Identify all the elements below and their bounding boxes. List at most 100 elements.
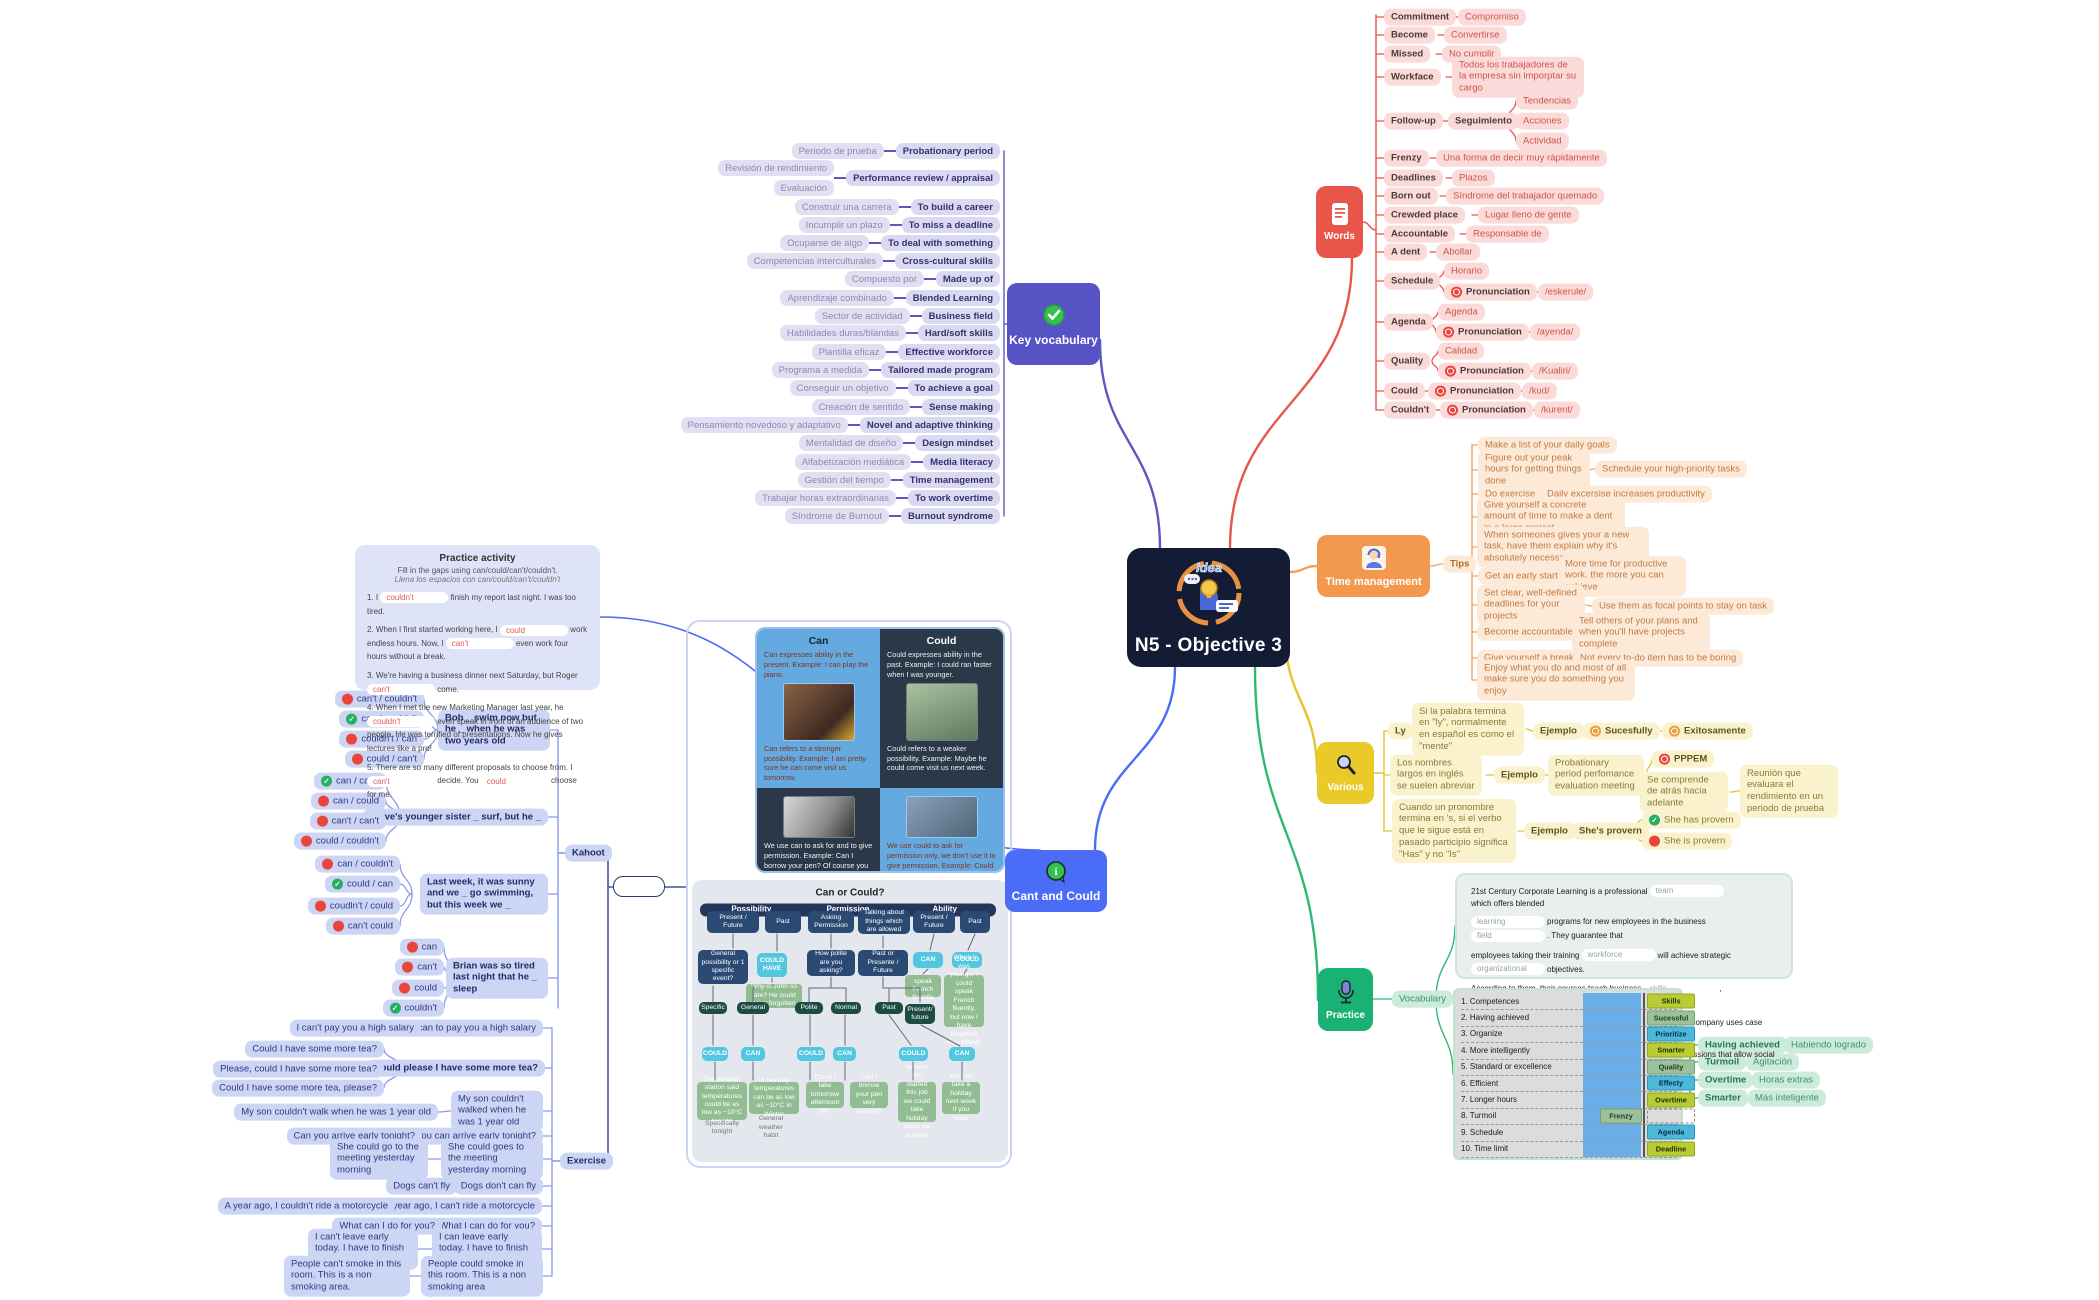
exercise-correction[interactable]: A year ago, I couldn't ride a motorcycle xyxy=(217,1197,395,1215)
vocab-value[interactable]: Agitación xyxy=(1746,1053,1800,1071)
various-topic[interactable]: Ly xyxy=(1388,722,1413,740)
word-pronunciation[interactable]: Pronunciation xyxy=(1436,323,1529,341)
word-key[interactable]: Agenda xyxy=(1384,313,1433,331)
vocab-en-pill[interactable]: Design mindset xyxy=(915,435,1000,451)
answer-chip[interactable]: Effecty xyxy=(1647,1075,1695,1091)
answer-chip[interactable]: Prioritize xyxy=(1647,1026,1695,1042)
corporate-learning-gap-text[interactable]: 21st Century Corporate Learning is a pro… xyxy=(1455,873,1793,1073)
various-note[interactable]: Los nombres largos en inglés se suelen a… xyxy=(1390,754,1482,796)
exercise-correction[interactable]: Could I have some more tea? xyxy=(245,1040,384,1058)
exercise-correction[interactable]: She could go to the meeting yesterday mo… xyxy=(330,1138,428,1180)
vocab-es-pill[interactable]: Construir una carrera xyxy=(794,199,899,215)
gap-fill-blank[interactable]: could xyxy=(499,624,568,636)
tip[interactable]: Get an early start xyxy=(1478,567,1565,585)
empty-answer-slot[interactable] xyxy=(1647,1108,1695,1124)
vocab-es-pill[interactable]: Evaluación xyxy=(773,180,835,196)
exercise-sentence[interactable]: I can to pay you a high salary xyxy=(405,1019,543,1037)
word-value[interactable]: Plazos xyxy=(1452,169,1495,187)
exercise-correction[interactable]: I can't pay you a high salary xyxy=(289,1019,421,1037)
vocab-en-pill[interactable]: Time management xyxy=(902,472,1000,488)
word-value[interactable]: Responsable de xyxy=(1466,225,1549,243)
tip-child[interactable]: Tell others of your plans and when you'l… xyxy=(1572,612,1710,654)
exercise-correction[interactable]: Could I have some more tea, please? xyxy=(212,1079,384,1097)
paragraph-blank[interactable]: field xyxy=(1471,929,1545,942)
vocab-es-pill[interactable]: Gestión del tiempo xyxy=(797,472,891,488)
branch-key-vocabulary[interactable]: Key vocabulary xyxy=(1007,283,1100,365)
kahoot-question[interactable]: Brian was so tired last night that he _ … xyxy=(446,957,548,999)
kahoot-option-wrong[interactable]: could / couldn't xyxy=(293,832,386,850)
vocabulary-label[interactable]: Vocabulary xyxy=(1392,990,1454,1008)
gap-fill-blank[interactable]: can't xyxy=(367,683,435,695)
vocab-en-pill[interactable]: To miss a deadline xyxy=(901,217,1000,233)
paragraph-blank[interactable]: workforce xyxy=(1581,949,1656,961)
various-example[interactable]: Sucesfully xyxy=(1583,722,1660,740)
word-key[interactable]: Accountable xyxy=(1384,225,1456,243)
gap-fill-blank[interactable]: can't xyxy=(445,638,514,650)
tip-child[interactable]: Use them as focal points to stay on task xyxy=(1592,597,1774,615)
paragraph-blank[interactable]: learning xyxy=(1471,915,1545,928)
answer-chip[interactable]: Agenda xyxy=(1647,1124,1695,1140)
exercise-sentence[interactable]: Dogs don't can fly xyxy=(453,1177,543,1195)
word-value[interactable]: /kud/ xyxy=(1522,382,1557,400)
exercise-sentence[interactable]: People could smoke in this room. This is… xyxy=(421,1255,543,1297)
vocab-en-pill[interactable]: Sense making xyxy=(922,399,1000,415)
tip[interactable]: Figure out your peak hours for getting t… xyxy=(1478,449,1590,491)
vocab-es-pill[interactable]: Conseguir un objetivo xyxy=(789,380,896,396)
word-value[interactable]: /Kualiri/ xyxy=(1532,362,1578,380)
vocab-es-pill[interactable]: Sector de actividad xyxy=(814,308,910,324)
various-example[interactable]: PPPEM xyxy=(1652,750,1715,768)
word-pronunciation[interactable]: Pronunciation xyxy=(1438,362,1531,380)
word-key[interactable]: Workface xyxy=(1384,68,1441,86)
kahoot-option-wrong[interactable]: can't could xyxy=(325,917,400,935)
vocab-en-pill[interactable]: To achieve a goal xyxy=(907,380,1000,396)
word-value[interactable]: Seguimiento xyxy=(1448,112,1520,130)
kahoot-option-wrong[interactable]: could / can't xyxy=(344,750,424,768)
various-note[interactable]: Cuando un pronombre termina en 's, si el… xyxy=(1392,798,1516,864)
kahoot-label[interactable]: Kahoot xyxy=(565,844,612,862)
word-pronunciation[interactable]: Pronunciation xyxy=(1440,401,1533,419)
word-key[interactable]: Follow-up xyxy=(1384,112,1443,130)
various-example[interactable]: Exitosamente xyxy=(1662,722,1753,740)
answer-chip[interactable]: Deadline xyxy=(1647,1141,1695,1157)
exercise-sentence[interactable]: My son couldn't walked when he was 1 yea… xyxy=(451,1090,543,1132)
word-key[interactable]: Quality xyxy=(1384,352,1431,370)
tip[interactable]: Set clear, well-defined deadlines for yo… xyxy=(1477,584,1585,626)
word-key[interactable]: A dent xyxy=(1384,243,1428,261)
kahoot-option-wrong[interactable]: can't xyxy=(395,958,444,976)
kahoot-question[interactable]: Bob _ swim now but he _ when he was two … xyxy=(438,709,550,751)
vocab-es-pill[interactable]: Competencias interculturales xyxy=(746,253,884,269)
various-ejemplo[interactable]: Ejemplo xyxy=(1533,722,1584,740)
answer-chip[interactable]: Skills xyxy=(1647,993,1695,1009)
kahoot-question[interactable]: Last week, it was sunny and we _ go swim… xyxy=(420,873,548,915)
vocab-es-pill[interactable]: Trabajar horas extraordinarias xyxy=(755,490,897,506)
word-key[interactable]: Couldn't xyxy=(1384,401,1437,419)
vocab-es-pill[interactable]: Creación de sentido xyxy=(811,399,911,415)
vocab-es-pill[interactable]: Aprendizaje combinado xyxy=(780,290,894,306)
word-value[interactable]: Todos los trabajadores de la empresa sin… xyxy=(1452,56,1584,98)
dragged-answer-chip[interactable]: Frenzy xyxy=(1600,1108,1642,1124)
word-pronunciation[interactable]: Pronunciation xyxy=(1428,382,1521,400)
vocab-es-pill[interactable]: Síndrome de Burnout xyxy=(784,508,890,524)
vocab-en-pill[interactable]: To deal with something xyxy=(881,235,1000,251)
various-ejemplo[interactable]: Ejemplo xyxy=(1494,766,1545,784)
various-option-correct[interactable]: ✓She has provern xyxy=(1642,811,1741,829)
tip[interactable]: Enjoy what you do and most of all make s… xyxy=(1477,659,1635,701)
various-note[interactable]: Si la palabra termina en "ly", normalmen… xyxy=(1412,702,1524,756)
vocab-en-pill[interactable]: Cross-cultural skills xyxy=(895,253,1000,269)
word-key[interactable]: Become xyxy=(1384,26,1435,44)
exercise-label[interactable]: Exercise xyxy=(560,1152,614,1170)
kahoot-option-wrong[interactable]: coudln't / could xyxy=(307,897,400,915)
various-example[interactable]: She's provern xyxy=(1572,822,1649,840)
word-value[interactable]: /eskerule/ xyxy=(1538,283,1594,301)
word-value[interactable]: Actividad xyxy=(1516,132,1569,150)
vocab-value[interactable]: Horas extras xyxy=(1752,1071,1820,1089)
kahoot-option-correct[interactable]: ✓couldn't xyxy=(382,999,444,1017)
branch-words[interactable]: Words xyxy=(1316,186,1363,258)
word-key[interactable]: Schedule xyxy=(1384,272,1441,290)
exercise-sentence[interactable]: A year ago, I can't ride a motorcycle xyxy=(377,1197,542,1215)
central-topic[interactable]: Idea N5 - Objective 3 xyxy=(1127,548,1290,667)
kahoot-option-correct[interactable]: ✓could / can xyxy=(325,875,400,893)
word-value[interactable]: Síndrome del trabajador quemado xyxy=(1446,187,1605,205)
gap-fill-blank[interactable]: couldn't xyxy=(367,716,435,728)
